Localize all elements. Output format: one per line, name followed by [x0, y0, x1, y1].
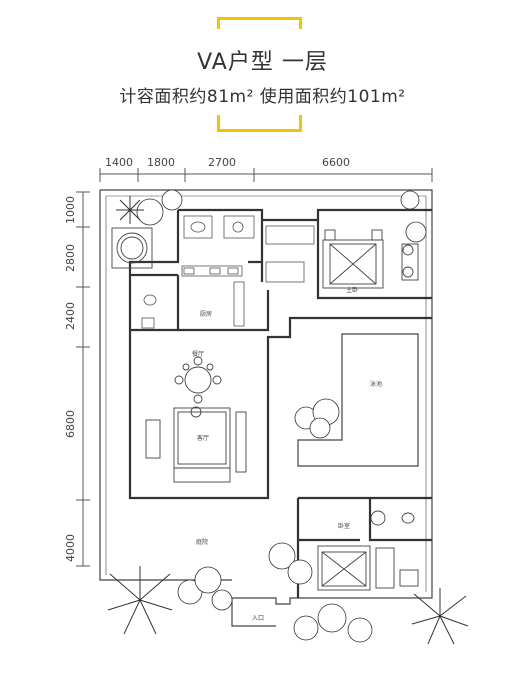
dim-left-5: 4000	[64, 534, 77, 562]
header: VA户型 一层 计容面积约81m² 使用面积约101m²	[0, 0, 525, 140]
plan-subtitle: 计容面积约81m² 使用面积约101m²	[119, 87, 406, 107]
jacuzzi	[111, 227, 153, 269]
title-frame-bottom-right-tick	[299, 115, 302, 131]
dining-table	[174, 356, 222, 404]
living-room-furniture	[145, 406, 247, 483]
site-boundary	[99, 189, 433, 627]
tree-cluster-top-right	[400, 190, 427, 243]
entrance-label: 入口	[252, 615, 264, 622]
bathroom-fixtures	[183, 215, 213, 239]
master-bedroom	[322, 229, 419, 289]
room-label-pool: 泳池	[370, 380, 382, 388]
tree-cluster-courtyard	[177, 542, 373, 643]
title-frame-top-right-tick	[299, 17, 302, 29]
tree-cluster-pool	[294, 398, 340, 439]
room-label-living: 客厅	[197, 434, 209, 442]
left-dimension-labels: 1000 2800 2400 6800 4000	[64, 196, 77, 562]
dim-left-4: 6800	[64, 410, 77, 438]
room-label-courtyard: 庭院	[196, 538, 208, 546]
top-dimension-labels: 1400 1800 2700 6600	[105, 156, 350, 169]
tree-cluster-top-left	[116, 189, 183, 226]
dim-top-1: 1400	[105, 156, 133, 169]
dim-top-4: 6600	[322, 156, 350, 169]
title-frame-top	[217, 17, 302, 20]
palm-tree-bottom-left	[107, 566, 173, 635]
main-house-walls	[128, 275, 432, 500]
dim-left-1: 1000	[64, 196, 77, 224]
title-frame-bottom	[217, 129, 302, 132]
dim-top-3: 2700	[208, 156, 236, 169]
dim-left-2: 2800	[64, 244, 77, 272]
dim-top-2: 1800	[147, 156, 175, 169]
pool	[297, 333, 419, 467]
palm-tree-bottom-right	[411, 588, 469, 645]
plan-title: VA户型 一层	[197, 50, 328, 75]
room-label-bedroom: 卧室	[338, 522, 350, 530]
room-label-dining: 餐厅	[192, 350, 204, 358]
bedroom-wing-walls	[296, 496, 432, 598]
dim-left-3: 2400	[64, 302, 77, 330]
room-label-master-bedroom: 主卧	[346, 286, 358, 294]
room-label-kitchen: 厨房	[200, 310, 212, 318]
kitchen-counter	[181, 265, 243, 277]
title-frame-top-left-tick	[217, 17, 220, 29]
bedroom	[317, 510, 419, 591]
title-frame-bottom-left-tick	[217, 115, 220, 131]
